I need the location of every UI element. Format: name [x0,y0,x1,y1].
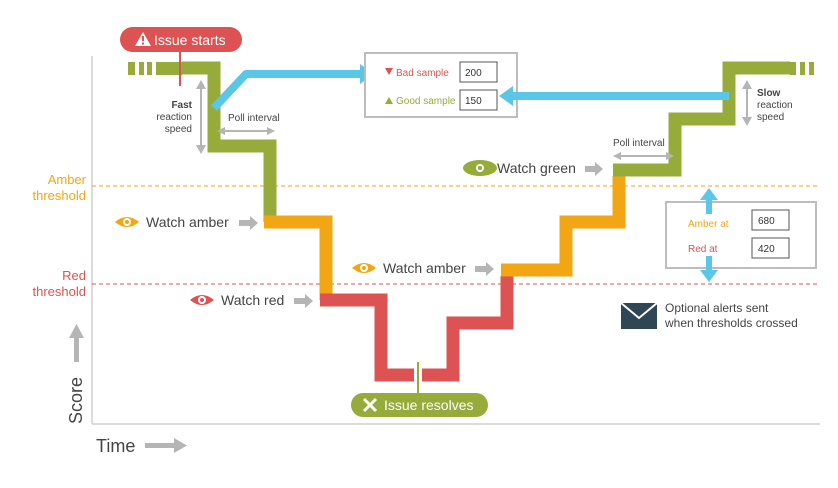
score-line-red-descent [320,293,414,382]
poll-interval-right-label: Poll interval [613,138,665,149]
amber-threshold-label-1: Amber [48,172,87,187]
score-line-amber-ascent [501,176,626,277]
bad-sample-down-icon [385,68,393,75]
issue-resolves-label: Issue resolves [384,397,473,413]
watch-amber-right-label: Watch amber [383,260,466,276]
bad-sample-field [459,61,498,83]
fast-speed-line2: reaction [156,112,192,123]
good-sample-field [459,89,498,111]
mail-icon [620,302,658,329]
amber-threshold-connector [706,198,712,214]
warning-icon [135,32,151,46]
score-line-red-ascent [422,276,514,382]
red-threshold-label-1: Red [62,268,86,283]
amber-threshold-label-2: threshold [33,188,86,203]
eye-icon [463,160,497,176]
slow-speed-line2: reaction [757,100,793,111]
green-start-dashes [128,62,182,75]
watch-amber-left-arrow [239,216,258,230]
score-line-amber-descent [264,215,333,300]
alerts-line2: when thresholds crossed [664,316,798,330]
tools-icon [362,397,378,413]
fast-speed-line3: speed [165,124,192,135]
y-axis-arrow [74,336,79,362]
red-threshold-connector [706,256,712,272]
eye-icon [352,263,376,273]
watch-green-arrow [585,162,603,176]
x-axis-label: Time [96,436,135,456]
red-at-label: Red at [688,244,718,255]
fast-speed-title: Fast [171,100,192,111]
green-end-dashes [790,62,814,75]
amber-at-label: Amber at [688,219,729,230]
score-line-green-ascent [613,61,790,177]
good-sample-label: Good sample [396,96,456,107]
issue-starts-label: Issue starts [154,32,226,48]
good-sample-value: 150 [465,96,482,107]
y-axis-label: Score [66,377,86,424]
issue-resolves-pill [351,393,488,417]
eye-icon [115,217,139,227]
eye-icon [190,295,214,305]
alerts-line1: Optional alerts sent [665,301,769,315]
watch-green-label: Watch green [497,160,576,176]
bad-sample-value: 200 [465,68,482,79]
poll-interval-left-label: Poll interval [228,113,280,124]
score-line-green-descent [182,61,277,222]
bad-sample-label: Bad sample [396,68,449,79]
x-axis-arrow [145,443,175,448]
watch-red-arrow [294,294,313,308]
blue-arrow-bad-sample [211,70,362,111]
red-at-field [751,237,790,259]
red-threshold-label-2: threshold [33,284,86,299]
slow-speed-line3: speed [757,112,784,123]
thresholds-box [665,201,817,269]
watch-red-label: Watch red [221,292,284,308]
good-sample-up-icon [385,97,393,104]
watch-amber-right-arrow [475,262,494,276]
amber-at-field [751,209,790,231]
red-at-value: 420 [758,244,775,255]
slow-speed-title: Slow [757,88,781,99]
amber-at-value: 680 [758,216,775,227]
watch-amber-left-label: Watch amber [146,214,229,230]
